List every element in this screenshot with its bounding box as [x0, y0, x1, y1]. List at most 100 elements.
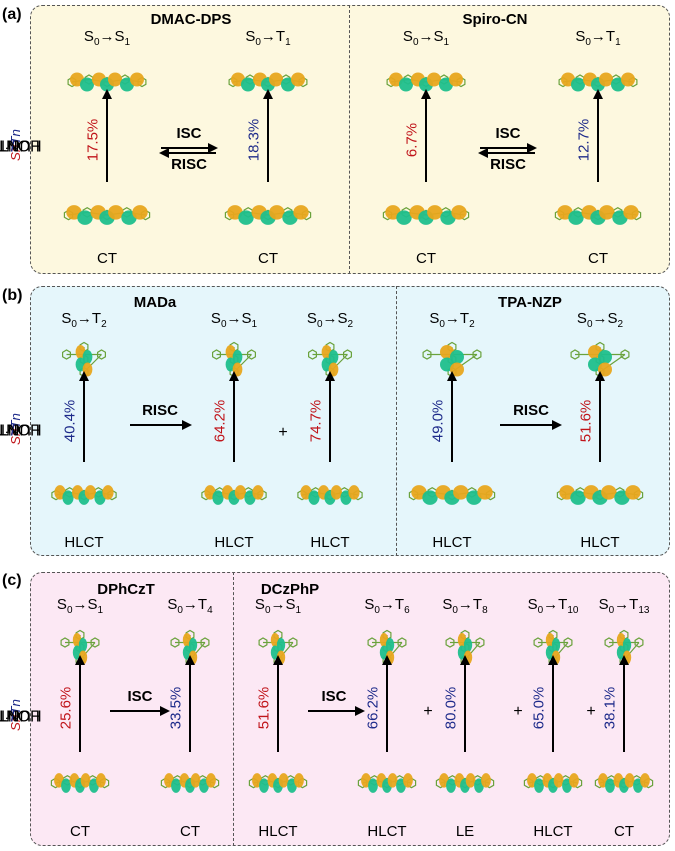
transition-stsub: 8	[482, 605, 488, 616]
transition-label: S0→S1	[255, 596, 301, 616]
transition-s0: S	[442, 596, 453, 613]
risc-arrow-b2	[500, 420, 562, 430]
risc-label-a1: RISC	[171, 156, 207, 173]
honto-orbital	[224, 205, 312, 225]
transition-stsub: 1	[124, 37, 131, 48]
transition-s0: S	[83, 28, 94, 45]
transition-percentage: 40.4%	[61, 399, 79, 443]
excitation-arrow	[102, 89, 112, 182]
isc-arrow-a2	[480, 143, 537, 153]
excitation-arrow	[79, 371, 89, 462]
transition-s0: S	[167, 596, 178, 613]
excitation-arrow	[273, 655, 283, 752]
transition-percentage: 65.0%	[530, 686, 548, 730]
lunto-orbital	[258, 629, 298, 666]
transition-st: S	[114, 28, 125, 45]
transition-percentage: 51.6%	[255, 686, 273, 730]
transition-s0: S	[576, 310, 587, 327]
excited-state-character: CT	[97, 250, 117, 267]
risc-label-a2: RISC	[490, 156, 526, 173]
transition-s0sub: 0	[177, 605, 183, 616]
transition-arrow: →	[379, 596, 395, 613]
lunto-orbital	[386, 72, 466, 92]
transition-s0: S	[210, 310, 221, 327]
transition-arrow: →	[457, 596, 473, 613]
transition-percentage: 18.3%	[245, 118, 263, 162]
plus-c2: +	[513, 703, 523, 720]
transition-st: S	[241, 310, 252, 327]
risc-arrow-a2	[478, 148, 535, 158]
transition-stsub: 2	[617, 319, 624, 330]
transition-percentage: 64.2%	[211, 399, 229, 443]
honto-orbital	[594, 773, 654, 793]
panel-b-divider	[396, 286, 397, 556]
honto-orbital	[556, 485, 644, 505]
transition-s0sub: 0	[264, 605, 271, 616]
plus-c3: +	[586, 703, 596, 720]
excited-state-character: HLCT	[580, 534, 620, 551]
transition-label: S0→T1	[245, 28, 290, 48]
transition-percentage: 33.5%	[167, 686, 185, 730]
transition-stsub: 1	[443, 37, 450, 48]
excitation-arrow	[460, 655, 470, 752]
transition-st: T	[629, 596, 639, 613]
transition-arrow: →	[614, 596, 630, 613]
panel-b-left-title: MADa	[133, 294, 177, 311]
transition-label: S0→T10	[528, 596, 579, 616]
transition-stsub: 10	[567, 605, 579, 616]
transition-arrow: →	[270, 596, 286, 613]
honto-orbital	[63, 205, 151, 225]
excited-state-character: HLCT	[214, 534, 254, 551]
excited-state-character: HLCT	[310, 534, 350, 551]
transition-s0: S	[61, 310, 72, 327]
transition-label: S0→S1	[403, 28, 449, 48]
panel-a-tag: (a)	[2, 6, 22, 23]
excitation-arrow	[593, 89, 603, 182]
transition-percentage: 17.5%	[84, 118, 102, 162]
excitation-arrow	[548, 655, 558, 752]
transition-label: S0→S2	[577, 310, 623, 330]
panel-c	[30, 572, 670, 846]
transition-st: S	[337, 310, 348, 327]
transition-percentage: 66.2%	[364, 686, 382, 730]
excitation-arrow	[382, 655, 392, 752]
transition-st: T	[459, 310, 470, 327]
transition-arrow: →	[76, 310, 92, 327]
transition-s0: S	[429, 310, 440, 327]
transition-label: S0→S1	[211, 310, 257, 330]
transition-label: S0→T2	[61, 310, 106, 330]
transition-s0sub: 0	[452, 605, 458, 616]
transition-s0: S	[56, 596, 67, 613]
panel-a	[30, 5, 670, 274]
transition-stsub: 1	[97, 605, 104, 616]
panel-c-left-title: DPhCzT	[97, 581, 155, 598]
panel-c-axis-label: HONTO ISn or ITn LUNTO	[0, 699, 42, 731]
isc-label-a1: ISC	[176, 125, 202, 142]
isc-label-c2: ISC	[321, 688, 347, 705]
risc-label-b2: RISC	[513, 402, 549, 419]
transition-s0: S	[598, 596, 609, 613]
transition-s0sub: 0	[439, 319, 445, 330]
transition-s0: S	[575, 28, 586, 45]
excited-state-character: CT	[614, 823, 634, 840]
excitation-arrow	[619, 655, 629, 752]
panel-c-tag: (c)	[2, 572, 22, 589]
lunto-orbital	[212, 341, 256, 378]
transition-percentage: 6.7%	[403, 122, 421, 158]
transition-st: S	[285, 596, 296, 613]
excited-state-character: CT	[70, 823, 90, 840]
isc-label-c1: ISC	[127, 688, 153, 705]
lunto-orbital	[67, 72, 147, 92]
transition-s0: S	[245, 28, 256, 45]
panel-c-right-title: DCzPhP	[260, 581, 320, 598]
excited-state-character: HLCT	[258, 823, 298, 840]
panel-a-right-title: Spiro-CN	[462, 11, 528, 28]
transition-st: T	[605, 28, 616, 45]
honto-orbital	[523, 773, 583, 793]
transition-s0: S	[306, 310, 317, 327]
transition-arrow: →	[418, 28, 434, 45]
honto-orbital	[51, 485, 117, 505]
transition-st: S	[87, 596, 98, 613]
panel-b-tag: (b)	[2, 287, 23, 304]
lunto-orbital	[558, 72, 638, 92]
